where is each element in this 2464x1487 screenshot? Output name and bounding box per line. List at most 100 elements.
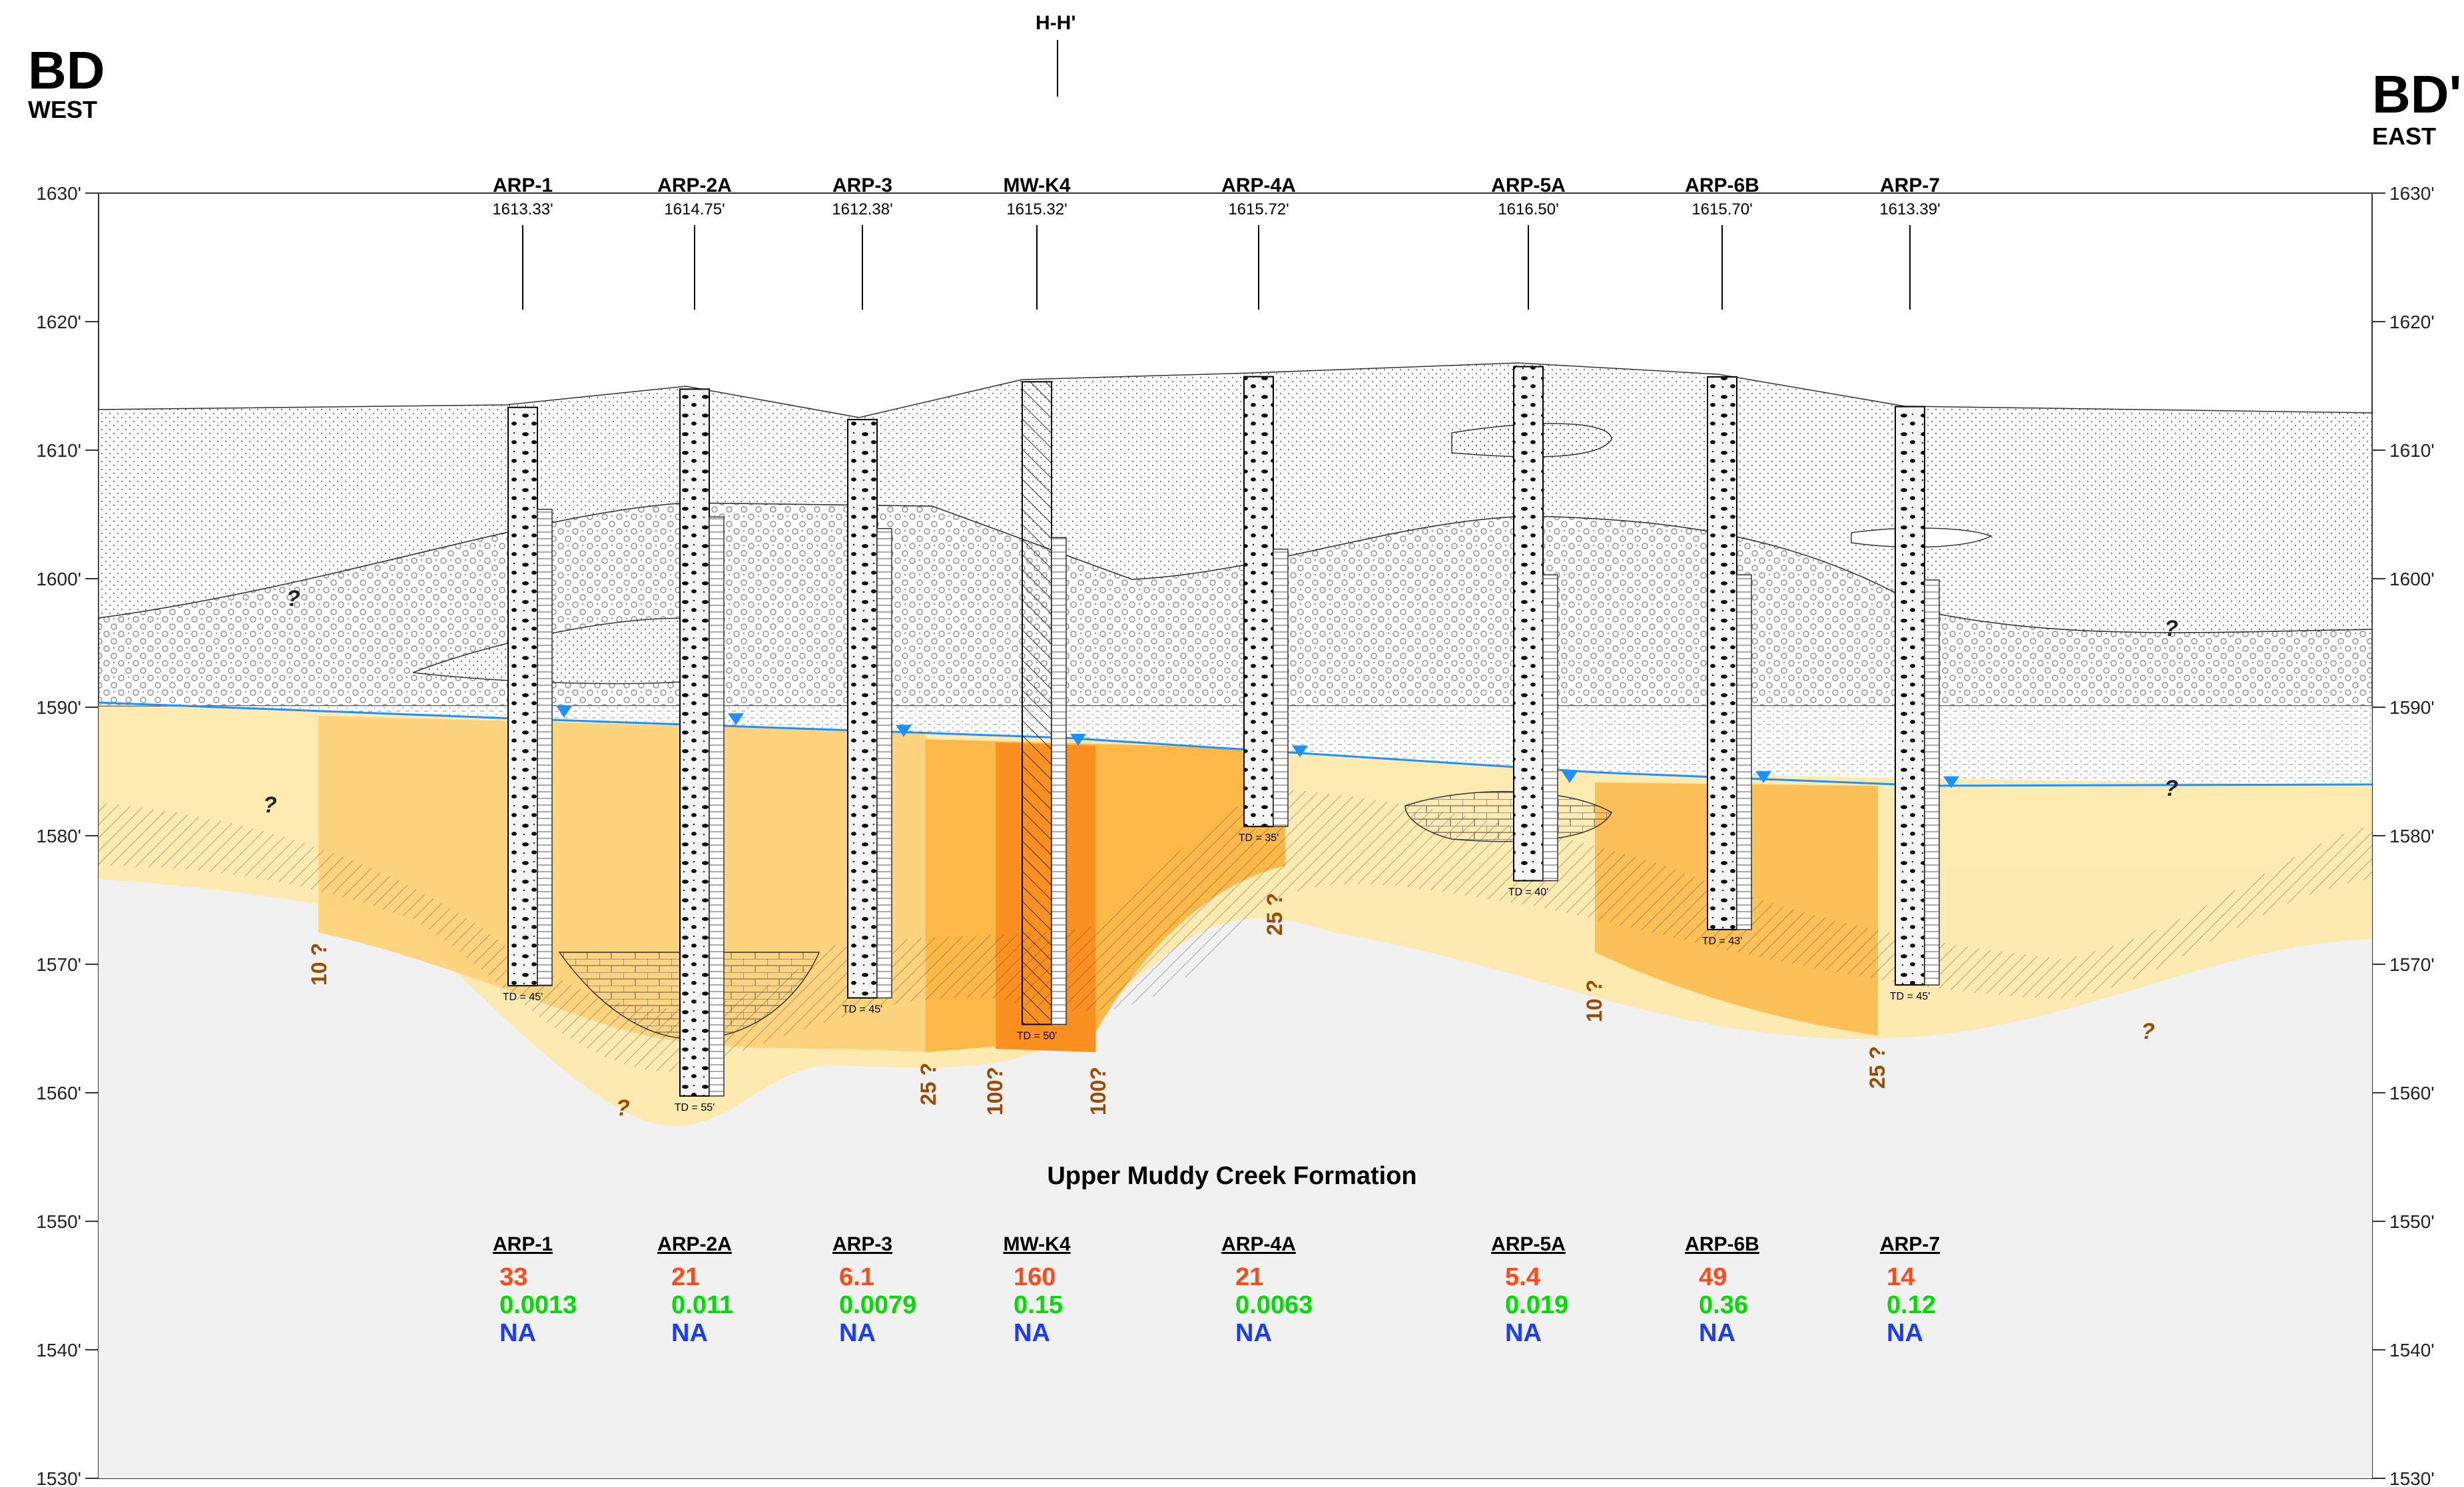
result-value-green: 0.0013 — [499, 1291, 577, 1319]
result-value-blue: NA — [1699, 1319, 1735, 1347]
water-level-icon — [1943, 776, 1959, 788]
result-value-blue: NA — [839, 1319, 876, 1347]
well-name-label: ARP-5A — [1491, 174, 1566, 196]
well-name-label: MW-K4 — [1003, 174, 1070, 196]
wells-layer: ARP-1 1613.33' TD = 45' ARP-2A 1614.75' TD = … — [492, 174, 1959, 1113]
section-end-label: BD' — [2372, 65, 2462, 124]
axis-tick-label: 1540' — [36, 1340, 81, 1360]
well-name-label: ARP-7 — [1880, 174, 1940, 196]
result-value-blue: NA — [1887, 1319, 1923, 1347]
result-value-red: 5.4 — [1505, 1263, 1540, 1291]
well-screen — [709, 516, 725, 1097]
elevation-axis-left: 1630'1620'1610'1600'1590'1580'1570'1560'… — [36, 183, 99, 1487]
result-value-red: 49 — [1699, 1263, 1727, 1291]
well-arp-6b: ARP-6B 1615.70' TD = 43' — [1685, 174, 1771, 947]
question-mark: ? — [2164, 776, 2178, 801]
boring-column — [847, 419, 878, 999]
boring-column — [1895, 406, 1925, 986]
estimate-label: 25 ? — [916, 1063, 940, 1105]
well-elevation-label: 1615.72' — [1228, 200, 1289, 218]
well-elevation-label: 1613.39' — [1879, 200, 1940, 218]
total-depth-label: TD = 55' — [675, 1102, 715, 1113]
estimate-label: 25 ? — [1865, 1046, 1889, 1089]
axis-tick-label: 1560' — [2389, 1083, 2435, 1103]
result-value-red: 14 — [1887, 1263, 1915, 1291]
well-name-label: ARP-3 — [832, 174, 892, 196]
caliche-lens — [1404, 790, 1612, 842]
intersect-section-label: H-H' — [1036, 12, 1076, 34]
boring-column — [1707, 376, 1737, 930]
axis-tick-label: 1620' — [2389, 312, 2435, 332]
result-value-green: 0.0063 — [1235, 1291, 1313, 1319]
axis-tick-label: 1600' — [36, 569, 81, 589]
question-mark: ? — [286, 586, 300, 611]
well-arp-7: ARP-7 1613.39' TD = 45' — [1879, 174, 1959, 1002]
result-value-red: 33 — [499, 1263, 527, 1291]
elevation-axis-right: 1630'1620'1610'1600'1590'1580'1570'1560'… — [2372, 183, 2435, 1487]
well-name-label: ARP-1 — [493, 174, 553, 196]
clay-layer — [99, 789, 2372, 1072]
total-depth-label: TD = 50' — [1017, 1030, 1057, 1041]
well-screen — [1736, 574, 1752, 930]
question-mark: ? — [616, 1095, 630, 1121]
estimate-labels: 10 ? 25 ? 100? 100? 25 ? 10 ? 25 ? — [307, 893, 1889, 1115]
well-elevation-label: 1614.75' — [664, 200, 725, 218]
question-mark: ? — [2141, 1019, 2155, 1044]
result-value-green: 0.011 — [671, 1291, 733, 1319]
total-depth-label: TD = 45' — [842, 1004, 882, 1016]
axis-tick-label: 1550' — [36, 1211, 81, 1232]
water-level-icon — [556, 705, 572, 718]
result-well-name: ARP-3 — [832, 1233, 892, 1255]
axis-tick-label: 1540' — [2389, 1340, 2435, 1360]
well-elevation-label: 1615.70' — [1692, 200, 1752, 218]
well-name-label: ARP-2A — [657, 174, 732, 196]
estimate-label: 10 ? — [307, 943, 331, 986]
well-elevation-label: 1612.38' — [832, 200, 892, 218]
axis-tick-label: 1600' — [2389, 569, 2435, 589]
estimate-label: 100? — [1086, 1067, 1110, 1115]
boring-column — [1022, 381, 1052, 1026]
well-screen — [537, 509, 553, 986]
result-value-green: 0.36 — [1699, 1291, 1748, 1319]
result-value-blue: NA — [1505, 1319, 1542, 1347]
total-depth-label: TD = 43' — [1702, 936, 1742, 947]
well-mw-k4: MW-K4 1615.32' TD = 50' — [1003, 174, 1086, 1041]
axis-tick-label: 1610' — [36, 440, 81, 461]
well-screen — [1924, 579, 1940, 986]
well-arp-3: ARP-3 1612.38' TD = 45' — [832, 174, 912, 1016]
axis-tick-label: 1610' — [2389, 440, 2435, 461]
result-value-green: 0.12 — [1887, 1291, 1936, 1319]
boring-column — [1513, 366, 1544, 882]
result-value-green: 0.0079 — [839, 1291, 916, 1319]
total-depth-label: TD = 45' — [1890, 991, 1930, 1002]
axis-tick-label: 1590' — [2389, 697, 2435, 718]
water-table-line — [98, 701, 2373, 787]
result-well-name: MW-K4 — [1003, 1233, 1070, 1255]
water-level-icon — [896, 725, 912, 737]
result-value-blue: NA — [499, 1319, 536, 1347]
result-value-blue: NA — [671, 1319, 708, 1347]
axis-tick-label: 1550' — [2389, 1211, 2435, 1232]
axis-tick-label: 1530' — [36, 1468, 81, 1487]
axis-tick-label: 1630' — [2389, 183, 2435, 204]
well-elevation-label: 1613.33' — [492, 200, 553, 218]
result-well-name: ARP-2A — [657, 1233, 732, 1255]
formation-label: Upper Muddy Creek Formation — [1047, 1162, 1417, 1190]
well-name-label: ARP-6B — [1685, 174, 1759, 196]
axis-tick-label: 1570' — [36, 954, 81, 975]
west-direction-label: WEST — [28, 96, 97, 123]
question-mark: ? — [2164, 616, 2178, 641]
estimate-label: 25 ? — [1263, 893, 1287, 936]
well-elevation-label: 1615.32' — [1006, 200, 1067, 218]
well-screen — [1542, 574, 1558, 882]
